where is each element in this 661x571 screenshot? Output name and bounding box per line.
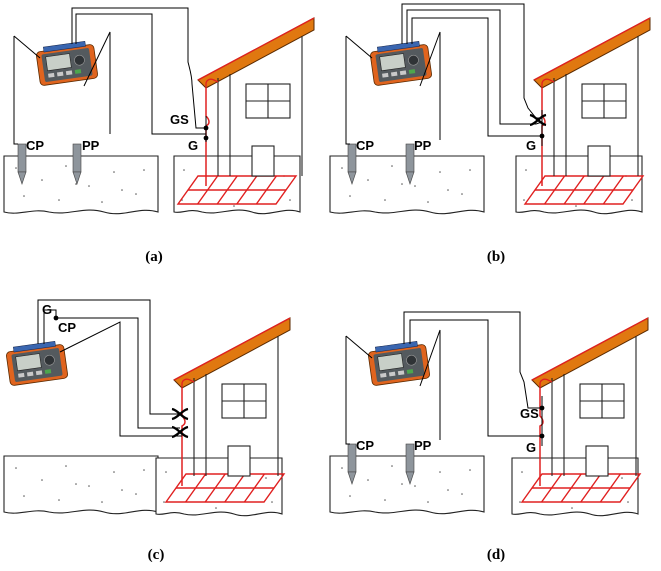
terminal-g-label: G xyxy=(42,302,52,317)
terminal-g-label: G xyxy=(188,138,198,153)
soil-right xyxy=(511,457,639,517)
terminal-gs-label: GS xyxy=(520,406,539,421)
soil-right xyxy=(515,155,643,215)
panel-a: CP PP GS G xyxy=(3,7,315,215)
terminal-g-label: G xyxy=(526,138,536,153)
terminal-cp-label: CP xyxy=(58,320,76,335)
earth-resistance-meter-icon xyxy=(366,339,431,387)
panel-b: CP PP G xyxy=(329,3,651,215)
subfigure-label-b: (b) xyxy=(486,249,506,265)
subfigure-label-d: (d) xyxy=(486,547,506,563)
terminal-pp-label: PP xyxy=(414,138,432,153)
subfigure-label-a: (a) xyxy=(145,249,163,265)
earth-resistance-meter-icon xyxy=(34,39,99,87)
panel-c: G CP xyxy=(3,299,291,517)
subfigure-label-c: (c) xyxy=(147,547,165,563)
soil-right xyxy=(155,457,283,517)
terminal-cp-label: CP xyxy=(26,138,44,153)
panel-d: CP PP GS G xyxy=(329,311,649,517)
terminal-pp-label: PP xyxy=(82,138,100,153)
terminal-gs-label: GS xyxy=(170,112,189,127)
soil-right xyxy=(173,155,301,215)
terminal-g-label: G xyxy=(526,440,536,455)
terminal-cp-label: CP xyxy=(356,138,374,153)
terminal-pp-label: PP xyxy=(414,438,432,453)
earth-resistance-meter-icon xyxy=(4,339,69,387)
soil-left xyxy=(3,455,159,515)
terminal-cp-label: CP xyxy=(356,438,374,453)
